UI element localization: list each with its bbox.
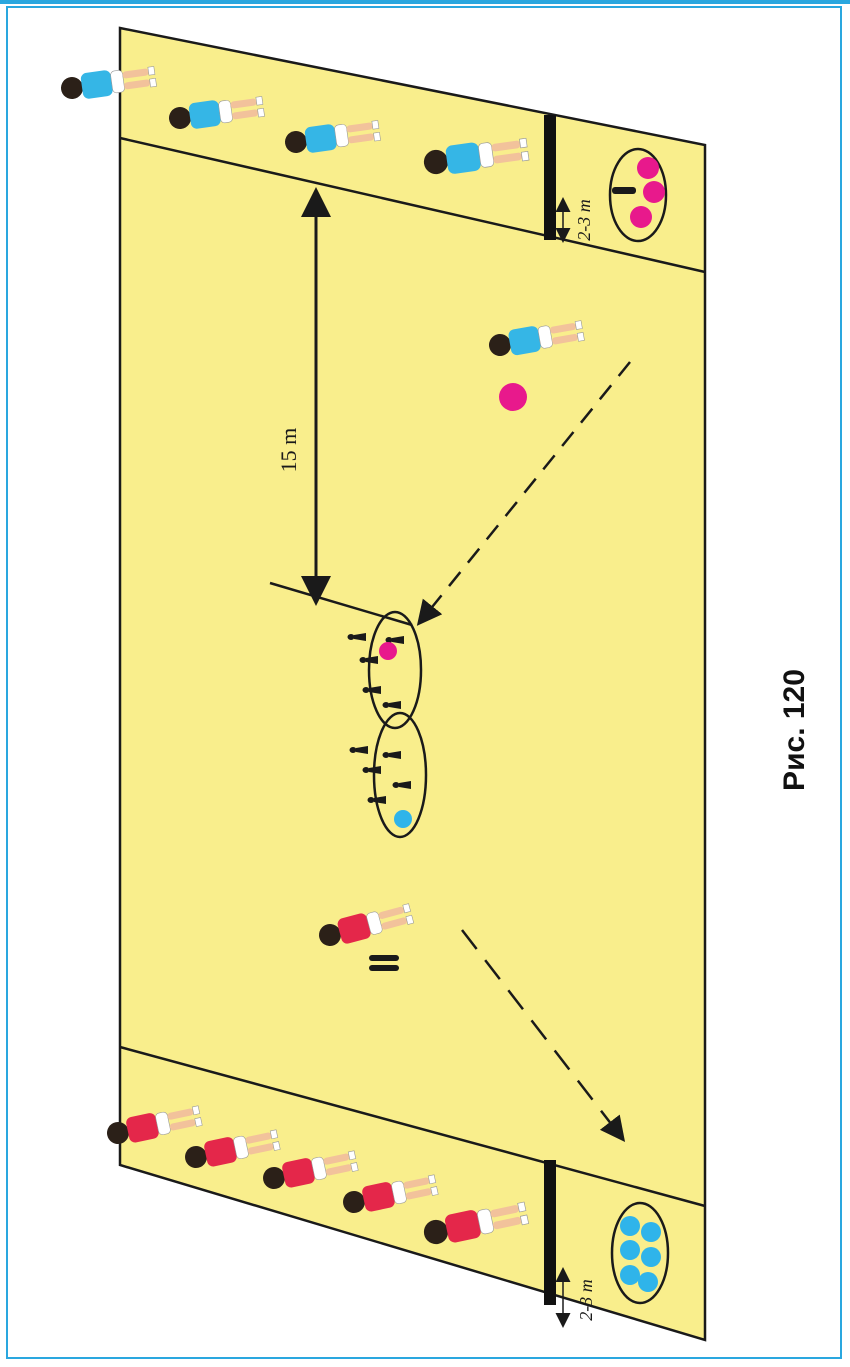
ball-icon [394, 810, 412, 828]
distance-label: 15 m [276, 428, 301, 473]
zone-divider-top [544, 115, 556, 240]
ball-icon [620, 1216, 640, 1236]
ball-icon [620, 1265, 640, 1285]
zone-label-bottom: 2-3 m [576, 1279, 596, 1321]
ball-icon [620, 1240, 640, 1260]
bowling-pin-icon [369, 955, 399, 961]
ball-icon [499, 383, 527, 411]
ball-icon [643, 181, 665, 203]
zone-label-top: 2-3 m [574, 199, 594, 241]
ball-icon [641, 1247, 661, 1267]
zone-divider-bottom [544, 1160, 556, 1305]
ball-icon [379, 642, 397, 660]
ball-icon [630, 206, 652, 228]
caption-text: Рис. 120 [778, 669, 812, 791]
bowling-pin-icon [369, 965, 399, 971]
figure-caption: Рис. 120 [755, 620, 835, 840]
ball-icon [637, 157, 659, 179]
ball-icon [641, 1222, 661, 1242]
ball-icon [638, 1272, 658, 1292]
pin-top-zone [612, 187, 636, 194]
